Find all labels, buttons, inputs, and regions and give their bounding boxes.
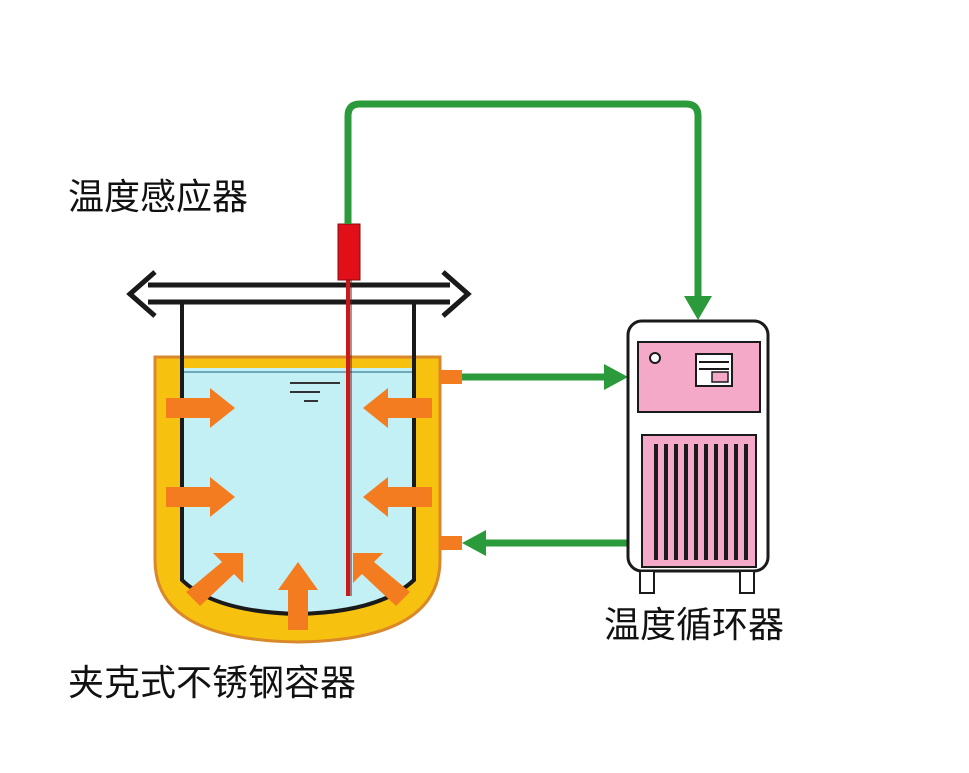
heat-arrows (166, 388, 432, 630)
jacket-inlet-nozzle (440, 536, 462, 550)
heat-arrow-bottom-right (353, 553, 410, 606)
circulator-foot-right (739, 570, 755, 594)
heat-arrow-left-mid (166, 477, 235, 517)
outflow-arrowhead (604, 364, 628, 390)
sensor-signal-arrowhead (684, 296, 712, 320)
sensor-signal-pipe (344, 100, 702, 296)
heat-arrow-right-mid (363, 477, 432, 517)
heat-arrow-bottom-center (278, 562, 318, 630)
vessel-lid (126, 270, 472, 318)
vent-slats (654, 444, 748, 560)
sensor-label: 温度感应器 (68, 177, 249, 218)
circulator-label: 温度循环器 (604, 605, 785, 646)
vessel-label: 夹克式不锈钢容器 (68, 663, 357, 704)
sensor-body (337, 223, 361, 281)
vessel-liquid (182, 368, 414, 614)
return-arrowhead (462, 530, 486, 556)
circulator-foot-left (639, 570, 655, 594)
power-button-icon (649, 352, 661, 364)
temperature-circulator (626, 319, 770, 594)
vent-grille-icon (641, 434, 757, 568)
display-icon (695, 353, 733, 387)
heat-arrow-left-top (166, 388, 235, 428)
jacket-outlet-nozzle (440, 370, 462, 384)
heat-arrow-bottom-left (186, 553, 243, 606)
heat-arrow-right-top (363, 388, 432, 428)
